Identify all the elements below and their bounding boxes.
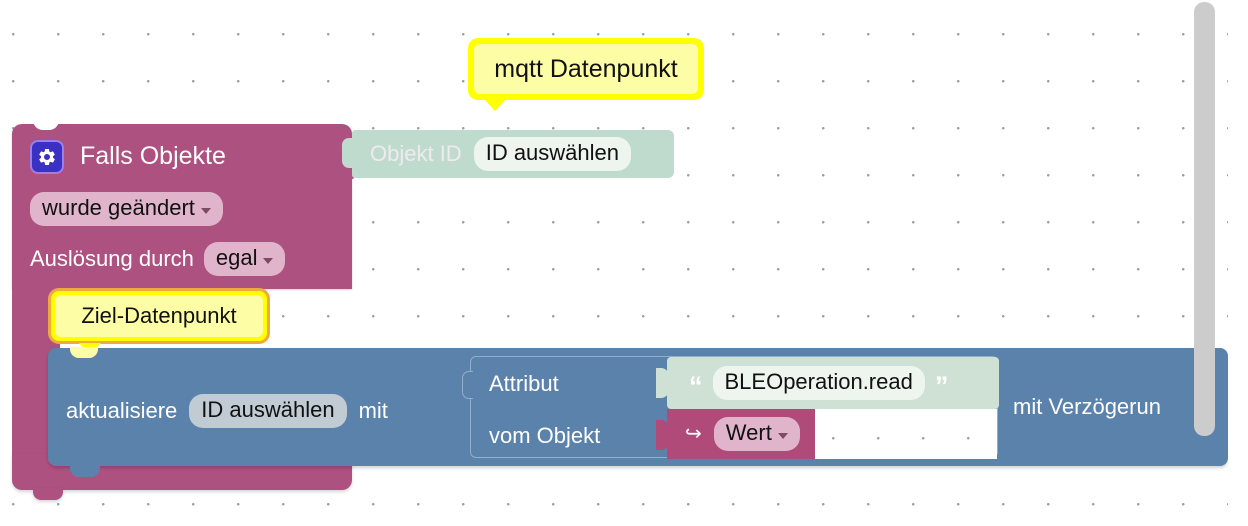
string-literal-value: BLEOperation.read	[724, 369, 913, 394]
object-id-select-value: ID auswählen	[485, 140, 620, 165]
delay-label: mit Verzögerun	[1013, 394, 1161, 419]
attribute-of-object-block[interactable]: Attribut vom Objekt “ BLEOperation.read …	[462, 356, 999, 459]
string-literal-input[interactable]: BLEOperation.read	[712, 366, 925, 400]
block-bottom-tab	[70, 465, 100, 477]
object-id-block[interactable]: Objekt ID ID auswählen	[342, 130, 674, 178]
attribute-label: Attribut	[489, 371, 559, 396]
update-id-select[interactable]: ID auswählen	[189, 394, 347, 428]
string-literal-block[interactable]: “ BLEOperation.read ”	[667, 357, 999, 409]
comment-bubble-ziel[interactable]: Ziel-Datenpunkt	[48, 288, 270, 355]
trigger-label: Auslösung durch	[30, 246, 194, 271]
comment-bubble-mqtt[interactable]: mqtt Datenpunkt	[468, 38, 704, 111]
close-quote-icon: ”	[934, 370, 949, 401]
value-dropdown[interactable]: Wert	[713, 417, 800, 451]
block-top-notch	[70, 347, 98, 358]
workspace-right-margin	[1228, 0, 1248, 526]
block-top-notch	[33, 118, 59, 130]
update-prefix-label: aktualisiere	[66, 398, 178, 423]
condition-dropdown[interactable]: wurde geändert	[30, 192, 223, 226]
event-block-title: Falls Objekte	[80, 142, 226, 170]
trigger-dropdown-label: egal	[215, 245, 258, 270]
trigger-dropdown[interactable]: egal	[203, 242, 286, 276]
from-object-label: vom Objekt	[489, 423, 601, 448]
chevron-down-icon	[200, 208, 211, 214]
update-id-select-value: ID auswählen	[201, 397, 335, 422]
block-bottom-tab	[33, 488, 63, 500]
block-left-notch	[342, 138, 354, 168]
comment-tail	[484, 99, 506, 111]
comment-text: Ziel-Datenpunkt	[55, 295, 263, 337]
event-block-header-body[interactable]: Falls Objekte wurde geändert Auslösung d…	[12, 118, 356, 289]
trigger-row: Auslösung durch egal	[30, 242, 286, 276]
object-id-label: Objekt ID	[370, 141, 462, 166]
block-left-notch	[462, 371, 473, 399]
arrow-return-icon: ↪	[685, 423, 702, 445]
object-value-plug	[656, 420, 669, 450]
vertical-scrollbar-thumb[interactable]	[1194, 2, 1215, 436]
value-dropdown-label: Wert	[725, 420, 772, 445]
event-block-falls-objekte[interactable]: Falls Objekte wurde geändert Auslösung d…	[12, 118, 356, 500]
attribute-value-plug	[656, 368, 669, 398]
comment-text: mqtt Datenpunkt	[474, 44, 698, 94]
open-quote-icon: “	[689, 370, 703, 401]
update-state-block[interactable]: aktualisiere ID auswählen mit Attribut v…	[48, 347, 1228, 477]
update-with-label: mit	[358, 398, 388, 423]
condition-dropdown-label: wurde geändert	[42, 195, 195, 220]
gear-icon[interactable]	[30, 140, 64, 174]
chevron-down-icon	[777, 433, 788, 439]
update-block-row: aktualisiere ID auswählen mit	[66, 394, 388, 428]
value-selector-block[interactable]: ↪ Wert	[667, 409, 815, 459]
chevron-down-icon	[263, 258, 274, 264]
empty-slot-area	[815, 409, 997, 459]
object-id-select[interactable]: ID auswählen	[473, 137, 632, 171]
